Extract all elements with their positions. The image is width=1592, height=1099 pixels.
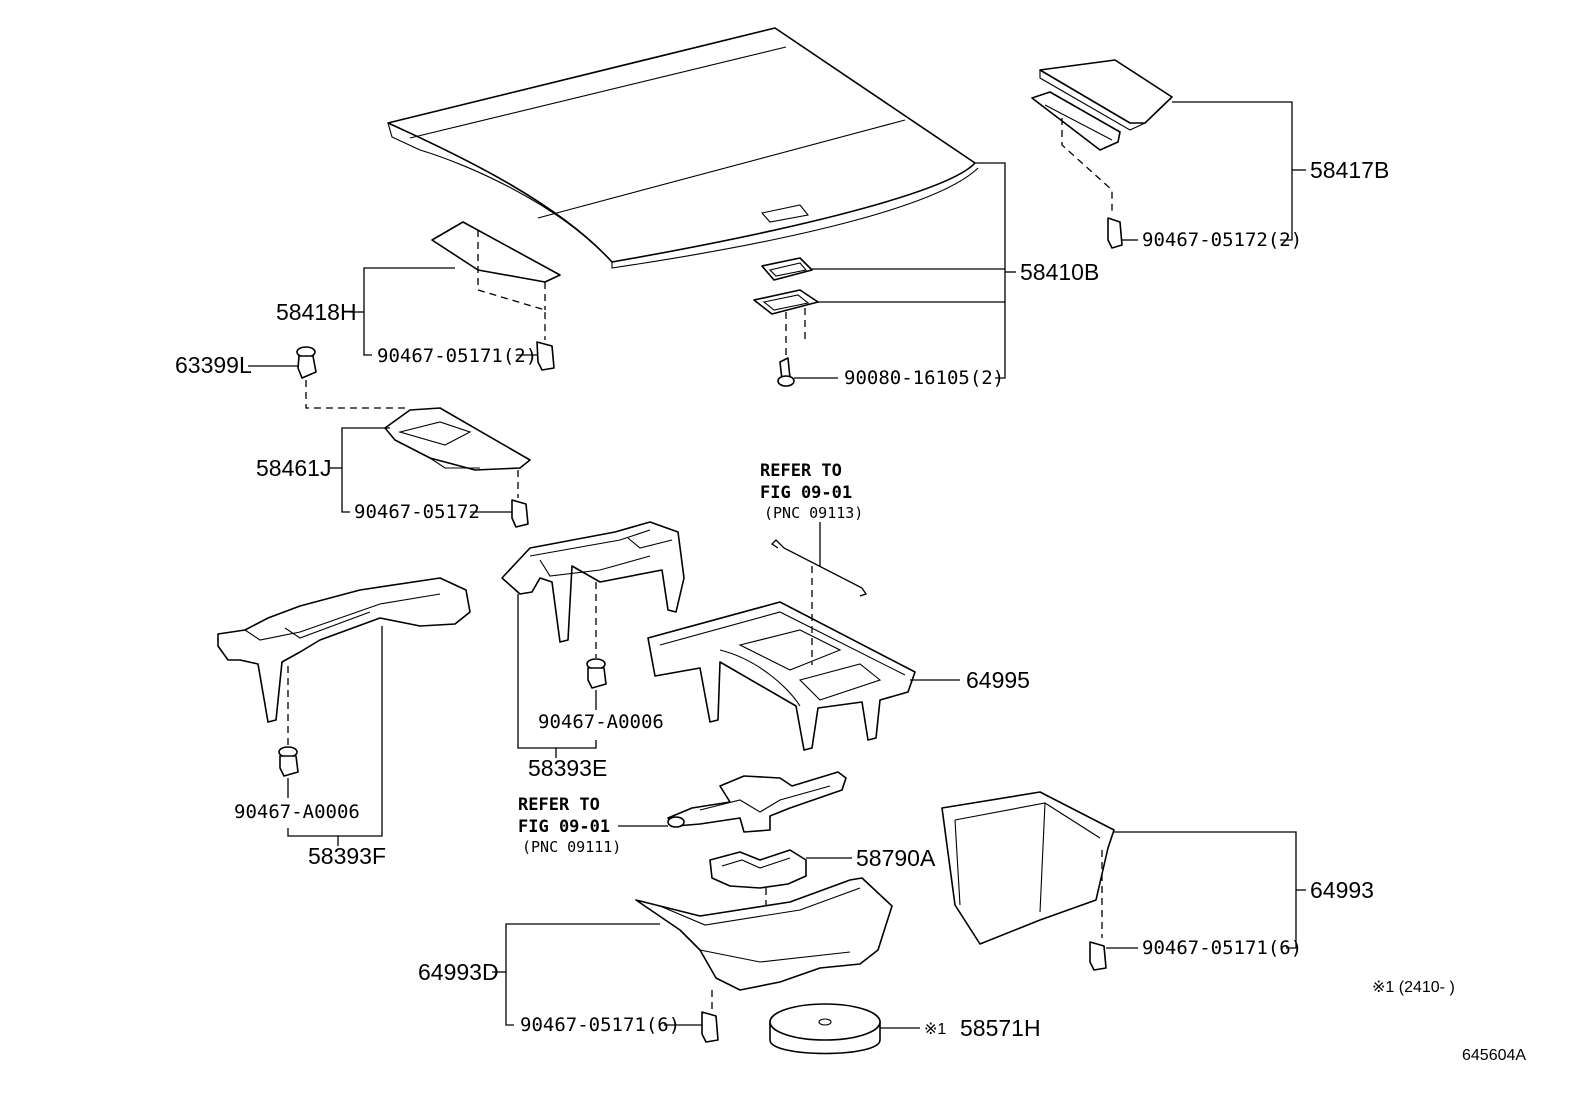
jack-part[interactable] <box>667 771 847 833</box>
label-58393e: 58393E <box>528 755 607 781</box>
refer-upper-line2: FIG 09-01 <box>760 483 852 503</box>
label-64995: 64995 <box>966 667 1030 693</box>
refer-upper-line1: REFER TO <box>760 461 842 481</box>
refer-upper-line3: (PNC 09113) <box>764 504 863 522</box>
screw-90080-icon <box>777 357 795 387</box>
label-90467-05172-2: 90467-05172(2) <box>1142 229 1302 251</box>
clip-90467-a0006-left-icon <box>278 746 299 777</box>
label-90467-05171-2: 90467-05171(2) <box>377 345 537 367</box>
footnote: ※1 (2410- ) <box>1372 979 1455 996</box>
label-58790a: 58790A <box>856 845 936 871</box>
clip-90467-05171-6-bottom-icon <box>701 1011 719 1043</box>
tool-rod-part[interactable] <box>770 539 868 665</box>
disc-58571h-part[interactable] <box>769 1003 881 1055</box>
label-90467-a0006-right: 90467-A0006 <box>538 711 664 733</box>
box-64993d-part[interactable] <box>635 877 893 1010</box>
label-58393f: 58393F <box>308 843 386 869</box>
label-90080-16105-2: 90080-16105(2) <box>844 367 1004 389</box>
refer-lower-line1: REFER TO <box>518 795 600 815</box>
label-90467-a0006-left: 90467-A0006 <box>234 801 360 823</box>
label-58417b: 58417B <box>1310 157 1389 183</box>
label-64993: 64993 <box>1310 877 1374 903</box>
clip-90467-05171-6-right-icon <box>1089 941 1107 971</box>
deck-board-pad-upper[interactable] <box>761 257 813 281</box>
refer-lower-line3: (PNC 09111) <box>522 838 621 856</box>
bracket-58393f-part[interactable] <box>217 577 471 745</box>
label-90467-05172: 90467-05172 <box>354 501 480 523</box>
clip-90467-a0006-right-icon <box>586 658 607 689</box>
tray-64995-part[interactable] <box>647 601 916 751</box>
label-64993d: 64993D <box>418 959 499 985</box>
label-63399l: 63399L <box>175 352 252 378</box>
clip-63399l-icon <box>296 346 410 409</box>
box-64993-part[interactable] <box>941 791 1115 945</box>
refer-lower-line2: FIG 09-01 <box>518 817 610 837</box>
leader-lines <box>248 101 1306 1029</box>
deck-board-pad-lower[interactable] <box>753 289 819 360</box>
label-58571h: 58571H <box>960 1015 1041 1041</box>
mark-58571h: ※1 <box>924 1021 946 1038</box>
cover-58418h-part[interactable] <box>431 221 561 340</box>
label-90467-05171-6-right: 90467-05171(6) <box>1142 937 1302 959</box>
label-58410b: 58410B <box>1020 259 1099 285</box>
diagram-id: 645604A <box>1462 1047 1526 1064</box>
deck-board-part[interactable] <box>387 27 979 269</box>
clip-90467-05172-single-icon <box>511 499 529 528</box>
clip-90467-05171-icon <box>536 341 555 371</box>
bracket-58393e-part[interactable] <box>501 521 685 658</box>
clip-90467-05172-icon <box>1107 217 1123 249</box>
label-90467-05171-6-bottom: 90467-05171(6) <box>520 1014 680 1036</box>
label-58418h: 58418H <box>276 299 357 325</box>
cover-58461j-part[interactable] <box>384 407 531 498</box>
label-58461j: 58461J <box>256 455 331 481</box>
cover-58417b-part[interactable] <box>1031 59 1173 215</box>
